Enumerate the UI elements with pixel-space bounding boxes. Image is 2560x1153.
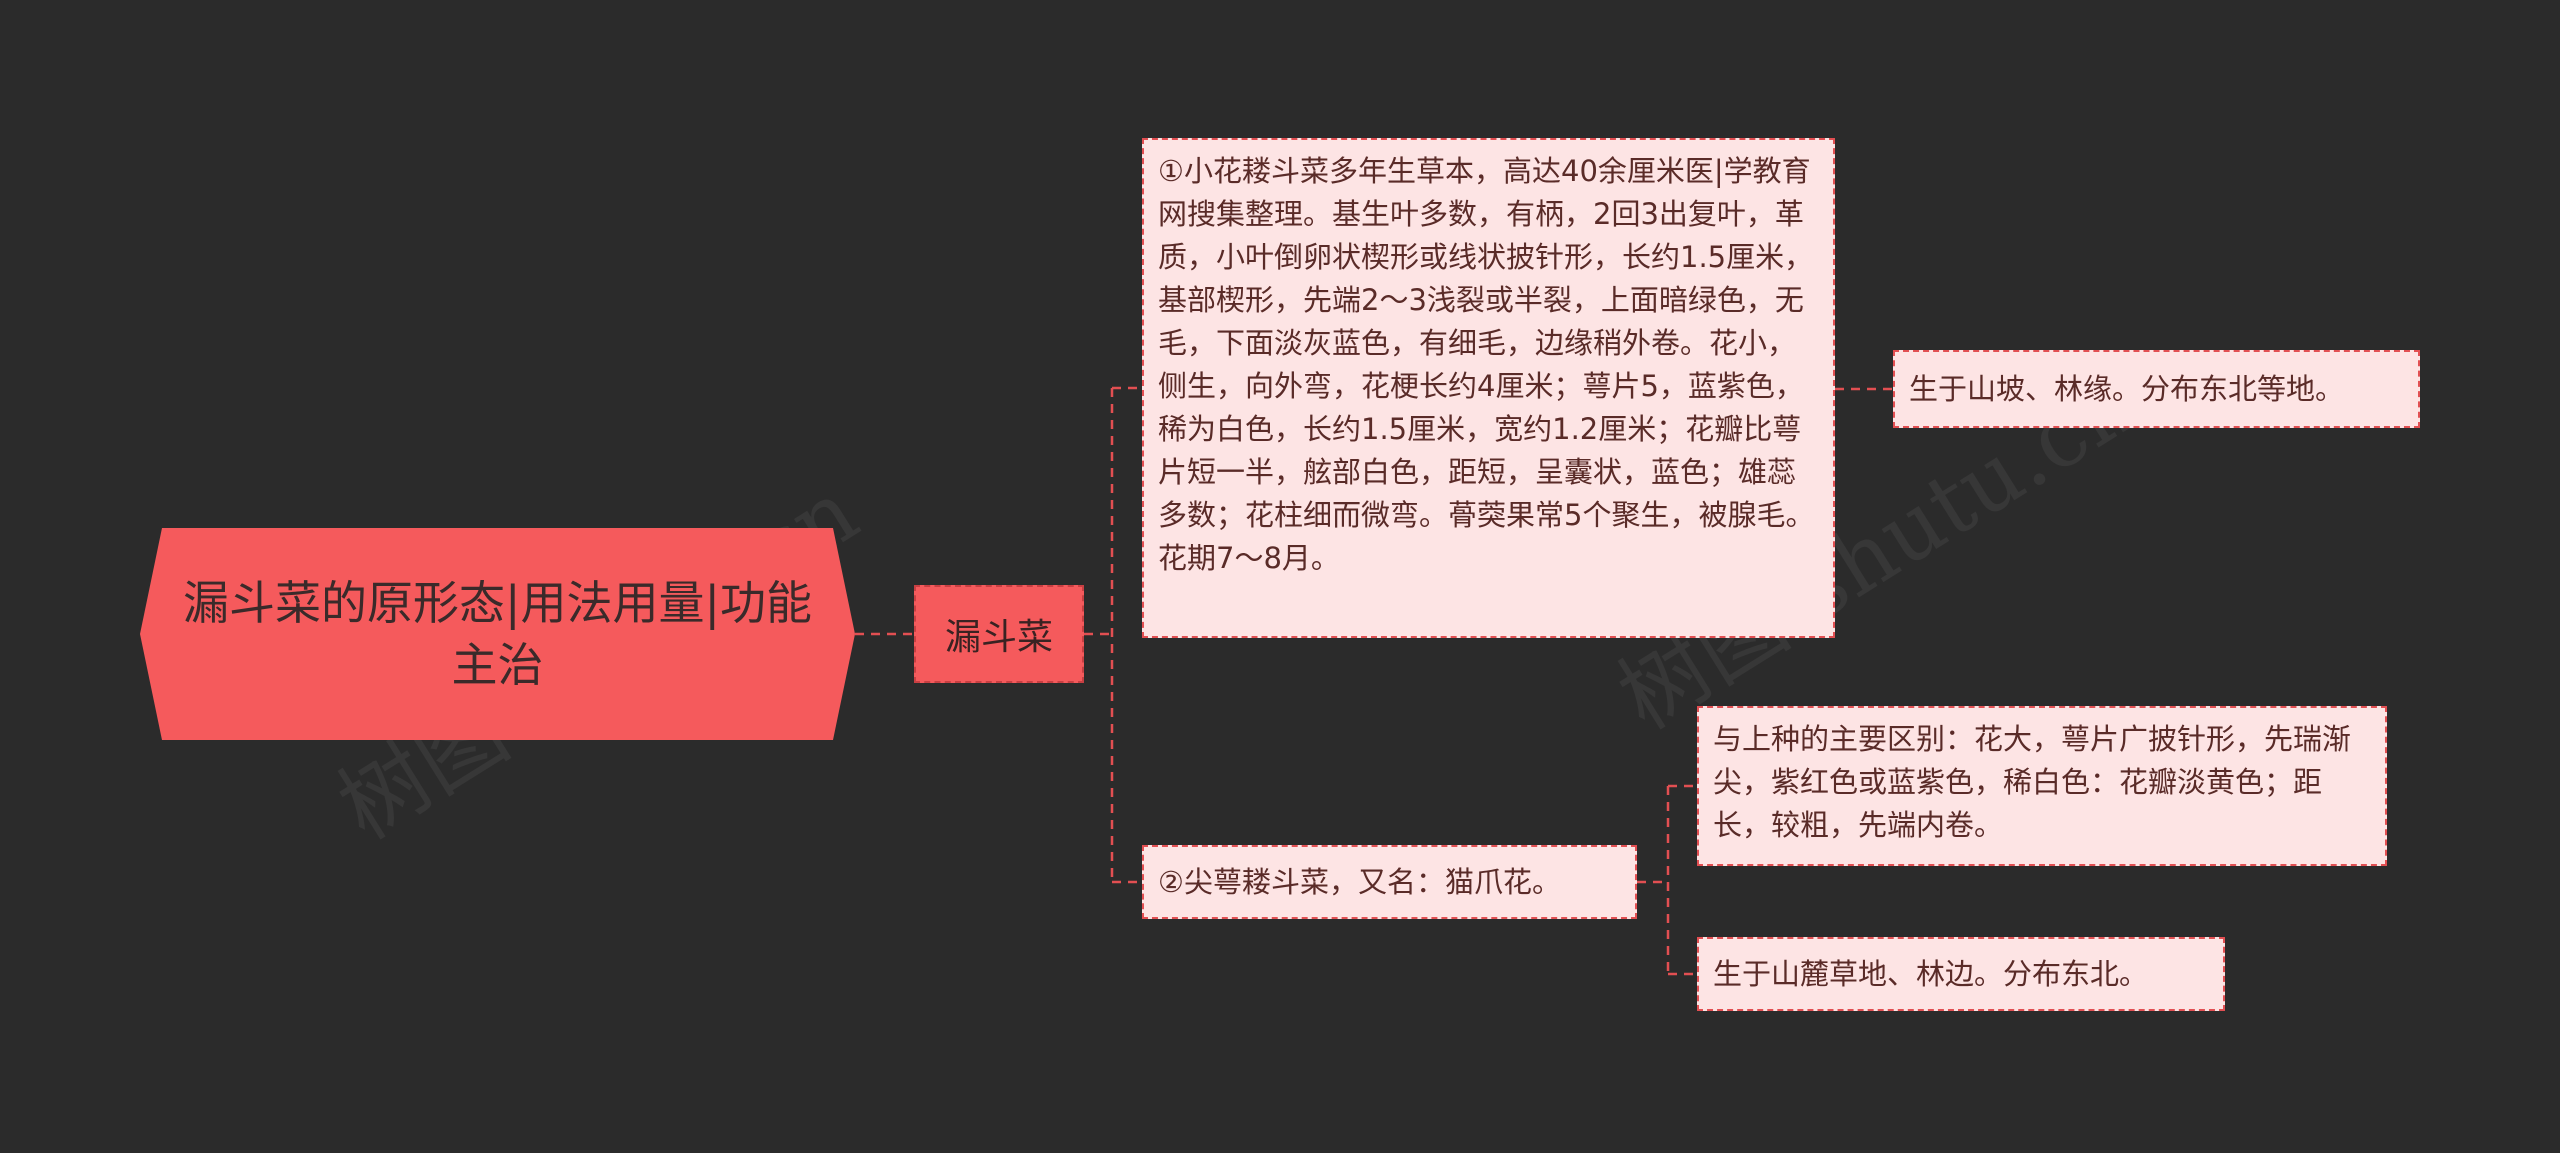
branch-2-child-1-label: 与上种的主要区别：花大，萼片广披针形，先瑞渐尖，紫红色或蓝紫色，稀白色：花瓣淡黄… [1713, 722, 2352, 842]
root-node[interactable]: 漏斗菜的原形态|用法用量|功能主治 [140, 528, 855, 740]
branch-node-2[interactable]: ②尖萼耧斗菜，又名：猫爪花。 [1142, 845, 1637, 919]
topic-node-label: 漏斗菜 [944, 617, 1053, 658]
topic-node[interactable]: 漏斗菜 [914, 585, 1084, 683]
branch-2-child-2-label: 生于山麓草地、林边。分布东北。 [1713, 956, 2149, 991]
root-node-label: 漏斗菜的原形态|用法用量|功能主治 [183, 576, 812, 692]
branch-node-2-label: ②尖萼耧斗菜，又名：猫爪花。 [1158, 864, 1561, 899]
branch-2-child-node-1[interactable]: 与上种的主要区别：花大，萼片广披针形，先瑞渐尖，紫红色或蓝紫色，稀白色：花瓣淡黄… [1697, 706, 2387, 866]
branch-1-child-node[interactable]: 生于山坡、林缘。分布东北等地。 [1893, 350, 2420, 428]
branch-1-child-label: 生于山坡、林缘。分布东北等地。 [1909, 371, 2345, 406]
branch-node-1-label: ①小花耧斗菜多年生草本，高达40余厘米医|学教育网搜集整理。基生叶多数，有柄，2… [1158, 154, 1815, 575]
branch-node-1[interactable]: ①小花耧斗菜多年生草本，高达40余厘米医|学教育网搜集整理。基生叶多数，有柄，2… [1142, 138, 1835, 638]
branch-2-child-node-2[interactable]: 生于山麓草地、林边。分布东北。 [1697, 937, 2225, 1011]
